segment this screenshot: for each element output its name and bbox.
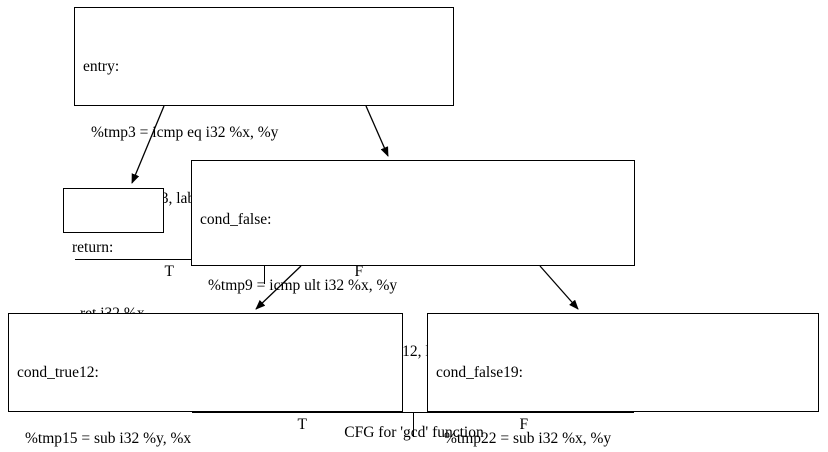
node-entry-label: entry: (83, 58, 120, 75)
node-cond-false-label: cond_false: (200, 211, 272, 228)
node-cond-false-port-true[interactable]: T (192, 413, 414, 437)
node-cond-false19-body: cond_false19: %tmp22 = sub i32 %x, %y %t… (428, 314, 818, 452)
node-cond-true12-body: cond_true12: %tmp15 = sub i32 %y, %x %tm… (9, 314, 402, 452)
node-cond-false-port-false[interactable]: F (519, 416, 529, 433)
node-cond-true12-line-0: %tmp15 = sub i32 %y, %x (25, 430, 192, 447)
node-cond-false[interactable]: cond_false: %tmp9 = icmp ult i32 %x, %y … (191, 160, 635, 437)
node-cond-true12[interactable]: cond_true12: %tmp15 = sub i32 %y, %x %tm… (8, 313, 403, 447)
node-cond-false19-label: cond_false19: (436, 364, 523, 381)
diagram-caption: CFG for 'gcd' function (344, 424, 484, 441)
node-entry[interactable]: entry: %tmp3 = icmp eq i32 %x, %y br i1 … (74, 7, 454, 284)
node-return-label: return: (72, 239, 114, 256)
node-cond-false-line-0: %tmp9 = icmp ult i32 %x, %y (208, 277, 398, 294)
node-cond-false19-line-0: %tmp22 = sub i32 %x, %y (444, 430, 612, 447)
node-entry-line-0: %tmp3 = icmp eq i32 %x, %y (91, 124, 279, 141)
node-entry-port-true[interactable]: T (75, 260, 265, 284)
node-cond-false-ports: T F (192, 412, 634, 437)
node-cond-true12-label: cond_true12: (17, 364, 99, 381)
node-entry-port-false[interactable]: F (354, 263, 364, 280)
node-return[interactable]: return: ret i32 %x (63, 188, 164, 322)
node-cond-false19[interactable]: cond_false19: %tmp22 = sub i32 %x, %y %t… (427, 313, 819, 447)
